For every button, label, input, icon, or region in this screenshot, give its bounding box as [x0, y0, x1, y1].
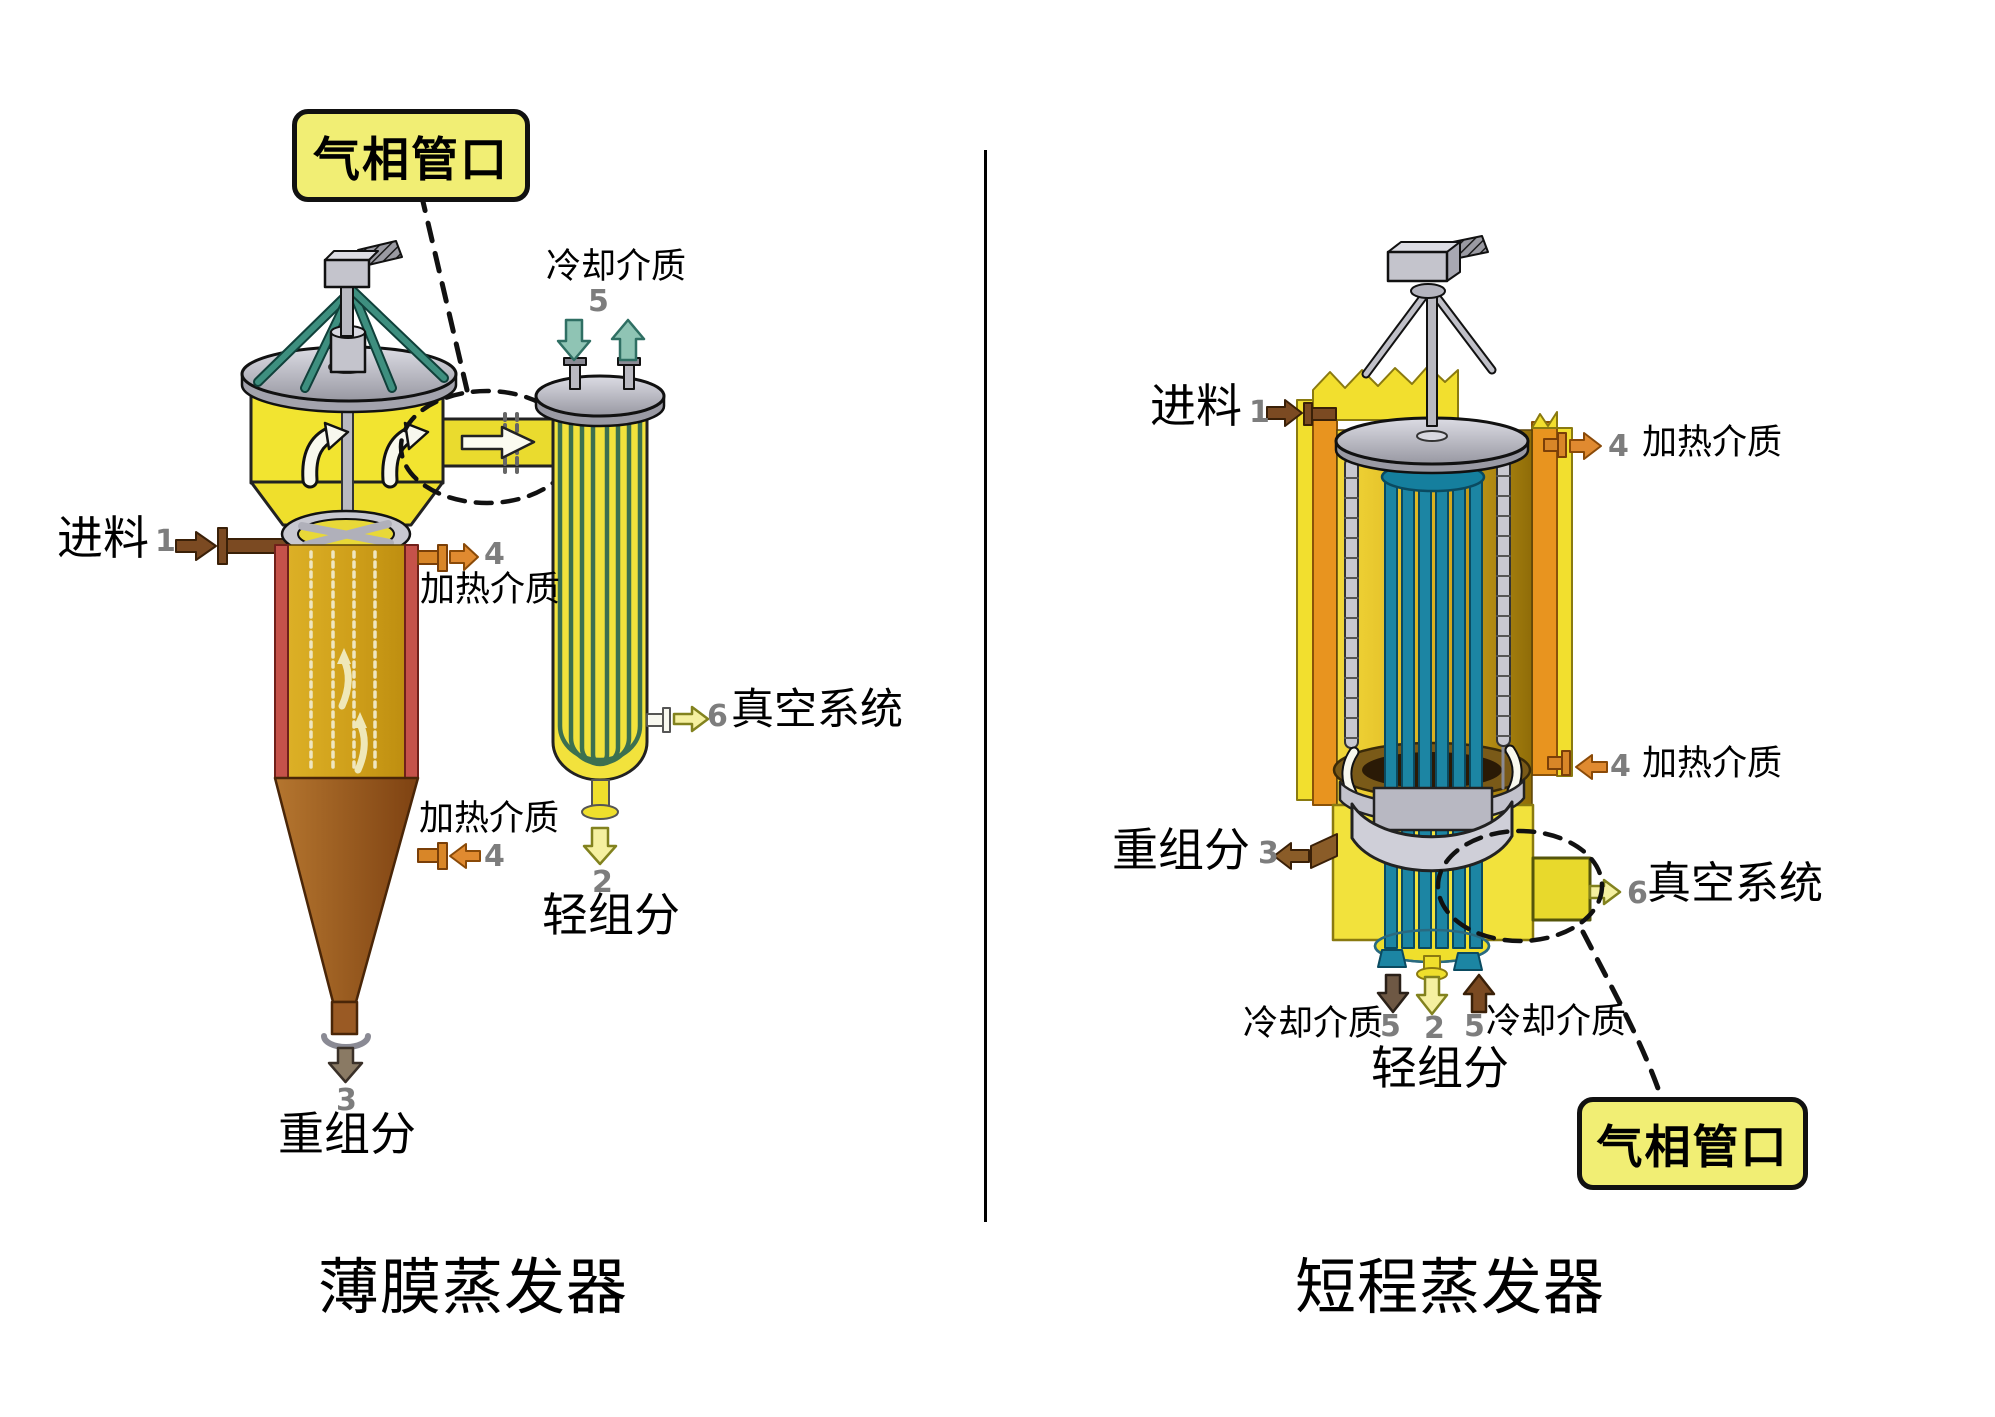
right-heating-top-number: 4	[1608, 429, 1629, 464]
left-heating-out-port	[417, 543, 479, 572]
right-heating-in-port	[1547, 750, 1608, 780]
left-evaporator	[175, 190, 710, 1084]
left-cooling-label: 冷却介质	[546, 247, 687, 287]
right-heavy-label: 重组分	[1112, 823, 1250, 877]
divider-line	[984, 150, 987, 1222]
left-light-number: 2	[592, 865, 613, 900]
heating-in-arrow-icon-right	[1575, 754, 1608, 780]
light-out-arrow-icon-left	[582, 826, 618, 866]
right-heavy-number: 3	[1258, 836, 1279, 871]
right-light-number: 2	[1424, 1011, 1445, 1046]
right-vacuum-label: 真空系统	[1647, 858, 1823, 909]
right-cooling-left-label: 冷却介质	[1243, 1004, 1384, 1044]
left-vapor-duct	[441, 412, 563, 474]
right-heating-top-label: 加热介质	[1642, 423, 1783, 463]
right-heating-out-port	[1543, 432, 1602, 460]
vapor-flow-arrow-icon	[460, 425, 536, 460]
right-heavy-port	[1273, 833, 1338, 870]
right-dome	[1334, 416, 1530, 475]
left-condenser	[534, 318, 710, 866]
cooling-out-arrow-icon-left	[610, 318, 646, 362]
right-feed-label: 进料	[1150, 379, 1242, 433]
cooling-in-arrow-icon-right	[1376, 973, 1410, 1014]
right-vessel-torn-top	[1312, 365, 1459, 421]
left-heavy-label: 重组分	[278, 1107, 416, 1161]
vapor-up-arrow-icons	[301, 421, 430, 489]
right-diagram-title: 短程蒸发器	[1295, 1252, 1606, 1323]
right-cooling-right-number: 5	[1464, 1009, 1485, 1044]
heating-out-arrow-icon-left	[449, 543, 479, 571]
right-motor-icon	[1361, 235, 1497, 427]
left-feed-label: 进料	[57, 511, 149, 565]
heating-out-arrow-icon-right	[1569, 432, 1602, 460]
left-cone	[273, 776, 420, 1084]
left-vacuum-label: 真空系统	[731, 685, 903, 735]
vacuum-arrow-icon-right	[1588, 878, 1622, 906]
right-vacuum-number: 6	[1627, 876, 1648, 911]
right-evaporator	[1266, 235, 1663, 1097]
left-light-label: 轻组分	[542, 888, 680, 942]
right-gas-port-callout: 气相管口	[1577, 1097, 1808, 1190]
right-heating-bottom-number: 4	[1610, 749, 1631, 784]
left-vacuum-number: 6	[707, 699, 728, 734]
left-diagram-title: 薄膜蒸发器	[318, 1252, 629, 1323]
vacuum-arrow-icon-left	[672, 705, 710, 733]
light-out-arrow-icon-right	[1415, 975, 1449, 1016]
heating-in-arrow-icon-left	[449, 843, 481, 869]
left-heavy-number: 3	[336, 1083, 357, 1118]
heavy-out-arrow-icon-left	[327, 1046, 364, 1084]
left-callout-leader-line	[418, 190, 470, 393]
left-feed-number: 1	[155, 524, 176, 559]
right-light-label: 轻组分	[1371, 1041, 1509, 1095]
left-heating-bottom-label: 加热介质	[419, 799, 560, 839]
right-feed-number: 1	[1249, 395, 1270, 430]
right-bottom-arrows	[1376, 973, 1496, 1016]
left-feed-port	[175, 527, 290, 565]
left-motor-icon	[253, 240, 449, 393]
right-feed-port	[1266, 399, 1337, 427]
left-heated-cylinder	[274, 544, 419, 779]
heavy-out-arrow-icon-right	[1273, 842, 1310, 870]
cooling-in-arrow-icon-left	[556, 318, 592, 362]
cooling-out-arrow-icon-right	[1462, 973, 1496, 1014]
right-vacuum-port	[1531, 856, 1622, 922]
left-heating-in-port	[417, 842, 481, 870]
left-heating-top-label: 加热介质	[420, 570, 561, 610]
right-callout-leader-line	[1580, 929, 1663, 1097]
left-cooling-number: 5	[588, 284, 609, 319]
left-heating-bottom-number: 4	[484, 839, 505, 874]
feed-arrow-icon-right	[1266, 399, 1303, 427]
left-gas-port-callout: 气相管口	[292, 109, 530, 202]
left-heating-top-number: 4	[484, 537, 505, 572]
right-cooling-right-label: 冷却介质	[1486, 1002, 1627, 1042]
right-spiral-collector	[1338, 778, 1526, 873]
gas-port-highlight-ellipse-right	[1435, 828, 1605, 944]
right-heating-bottom-label: 加热介质	[1642, 744, 1783, 784]
feed-arrow-icon-left	[175, 531, 217, 561]
right-cooling-left-number: 5	[1380, 1009, 1401, 1044]
